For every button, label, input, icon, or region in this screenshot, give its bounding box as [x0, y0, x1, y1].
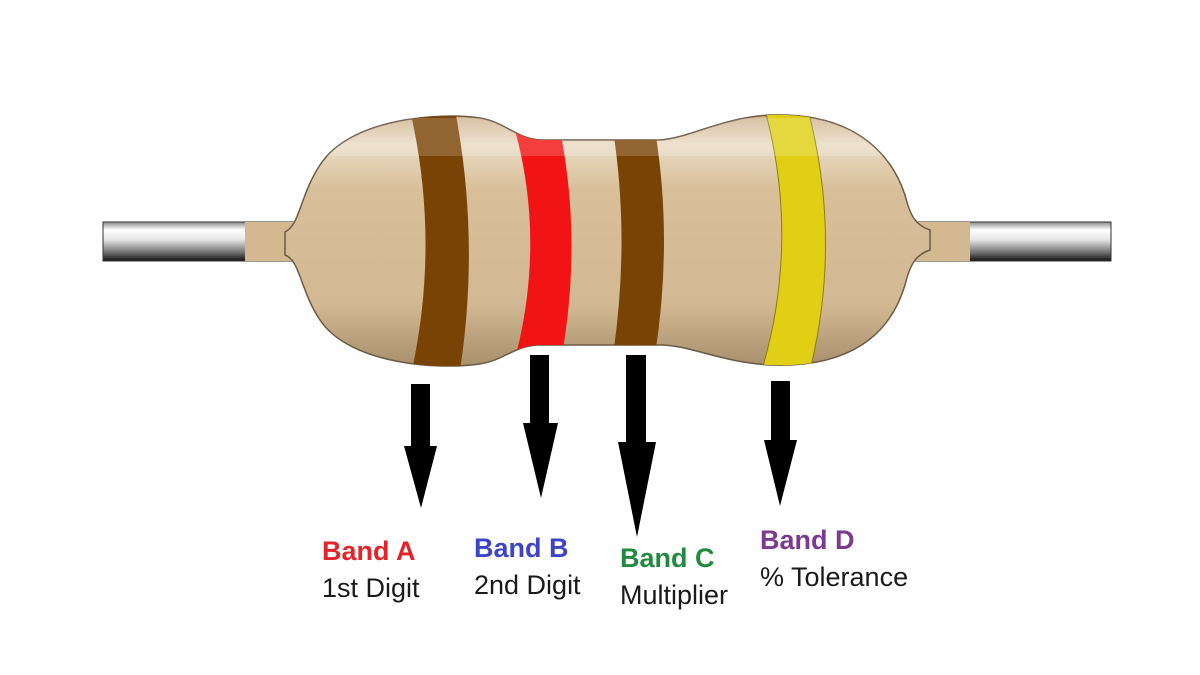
- band-a-title: Band A: [322, 536, 416, 566]
- band-b-description: 2nd Digit: [474, 570, 581, 600]
- band-c-title: Band C: [620, 543, 715, 573]
- band-a-stripe: [410, 114, 469, 367]
- arrow-band-a: [404, 384, 437, 508]
- band-a-description: 1st Digit: [322, 573, 420, 603]
- band-b-stripe: [515, 130, 572, 355]
- arrow-band-c: [618, 355, 656, 537]
- band-d-stripe: [761, 114, 827, 367]
- resistor-body: [284, 114, 931, 367]
- band-c-stripe: [613, 130, 664, 355]
- band-d-label: Band D % Tolerance: [760, 527, 908, 591]
- band-b-title: Band B: [474, 533, 569, 563]
- arrow-band-b: [523, 355, 558, 498]
- band-b-label: Band B 2nd Digit: [474, 535, 581, 599]
- arrow-band-d: [764, 381, 797, 506]
- band-d-title: Band D: [760, 525, 855, 555]
- band-d-description: % Tolerance: [760, 562, 909, 592]
- band-c-description: Multiplier: [620, 580, 729, 610]
- band-c-label: Band C Multiplier: [620, 545, 728, 609]
- band-a-label: Band A 1st Digit: [322, 538, 420, 602]
